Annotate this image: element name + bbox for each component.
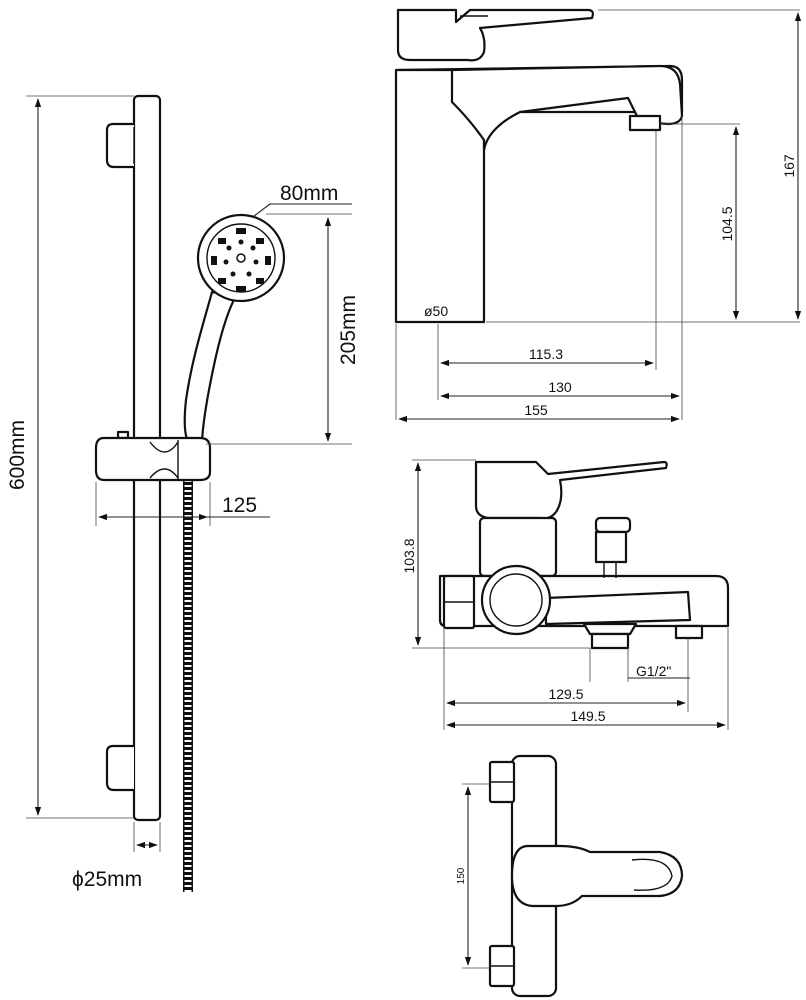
- slide-holder: [94, 436, 212, 482]
- diverter-knob: [594, 516, 632, 534]
- thermostatic-mixer: [488, 754, 684, 998]
- thermo-dimensions: 150: [456, 783, 490, 969]
- label-width-130: 130: [548, 379, 572, 395]
- label-spout-height: 104.5: [719, 206, 735, 241]
- basin-mixer: ø50: [394, 8, 684, 324]
- bath-spout: [544, 590, 692, 626]
- basin-spout: [450, 64, 684, 152]
- label-holder-width: 125: [222, 494, 257, 517]
- label-bath-width-129: 129.5: [548, 686, 583, 702]
- bath-round-body: [480, 564, 552, 636]
- bath-lever: [474, 460, 668, 520]
- label-total-height: 167: [781, 154, 797, 178]
- top-wall-bracket: [105, 122, 136, 169]
- shower-rail-set: [94, 94, 286, 892]
- label-thread: G1/2": [636, 663, 671, 679]
- diverter-body: [594, 530, 628, 564]
- spray-nozzles: [211, 228, 271, 292]
- bath-outlet-thread-cap: [582, 622, 638, 636]
- label-head-diameter: 80mm: [280, 182, 338, 205]
- basin-dimensions: 115.3 130 155 104.5 167: [395, 9, 802, 423]
- label-spout-reach: 115.3: [529, 346, 563, 362]
- bath-outlet-thread: [590, 632, 630, 650]
- label-bath-width-149: 149.5: [570, 708, 605, 724]
- label-width-155: 155: [524, 402, 548, 418]
- hand-shower-handle: [183, 290, 238, 444]
- bath-dimensions: 103.8 129.5 149.5: [401, 459, 729, 730]
- basin-lever: [396, 8, 594, 62]
- thermo-handle: [510, 844, 684, 908]
- label-body-diameter: ø50: [424, 303, 448, 319]
- bath-outlet: [674, 624, 704, 640]
- shower-dimensions: 600mm 80mm 205mm 125 ϕ25mm: [6, 95, 360, 891]
- bottom-wall-bracket: [105, 744, 136, 792]
- label-rail-height: 600mm: [6, 420, 29, 490]
- bath-mixer: G1/2": [438, 460, 730, 679]
- label-center-distance: 150: [456, 867, 467, 884]
- basin-aerator: [628, 114, 662, 132]
- label-bath-height: 103.8: [401, 538, 417, 573]
- label-hand-shower-height: 205mm: [337, 295, 360, 365]
- basin-body: [394, 68, 486, 324]
- label-rail-diameter: ϕ25mm: [72, 868, 142, 891]
